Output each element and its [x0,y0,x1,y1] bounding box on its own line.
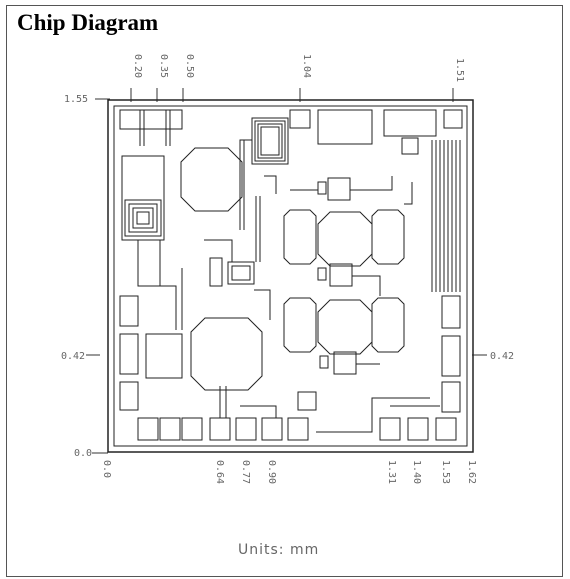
top-pad-block [317,109,373,145]
chip-outline [107,99,474,453]
octagon-capacitor [371,297,405,353]
trace [137,240,177,330]
top-pad-label: 0.35 [158,54,169,78]
bottom-pad-label: 0.64 [214,460,225,484]
inductor-spiral [257,123,283,159]
bottom-pad-label: 0.90 [266,460,277,484]
top-pad [443,109,463,129]
top-pad [401,137,419,155]
inductor-spiral [132,207,154,229]
units-label: Units: mm [238,542,319,558]
top-pad [289,109,311,129]
trace [404,182,413,205]
inductor-spiral [260,126,280,156]
bottom-pad [435,417,457,441]
inductor-spiral [136,211,150,225]
octagon-capacitor [371,209,405,265]
top-pad-label: 1.04 [301,54,312,78]
side-pad [441,381,461,413]
trace [254,289,271,320]
trace [204,239,233,262]
bottom-pad [297,391,317,411]
bottom-pad-label: 0.77 [240,460,251,484]
trace [316,397,430,433]
trace [350,176,393,191]
bottom-pad-label: 1.40 [411,460,422,484]
transistor-gate [317,267,327,281]
bottom-pad [407,417,429,441]
bottom-pad [159,417,181,441]
bottom-pad [287,417,309,441]
chip-inner-outline [113,105,468,447]
bottom-pad [209,417,231,441]
top-pad-block [119,109,183,130]
side-pad [441,335,461,377]
transistor-gate [317,181,327,195]
transistor [209,257,223,287]
bottom-pad [235,417,257,441]
top-pad-block [383,109,437,137]
trace [239,139,252,230]
bottom-pad [137,417,159,441]
trace [264,175,277,194]
side-pad [119,295,139,327]
inductor-spiral [231,265,251,281]
capacitor-block [145,333,183,379]
inductor-spiral [254,120,286,162]
bottom-pad [379,417,401,441]
side-pad [441,295,461,329]
octagon-capacitor [317,211,373,267]
inductor-spiral [227,261,255,285]
inductor-spiral [128,203,158,233]
bottom-pad [181,417,203,441]
octagon-capacitor [317,299,373,355]
top-pad-label: 0.50 [184,54,195,78]
bottom-pad-labels: 0.0 0.64 0.77 0.90 1.31 1.40 1.53 1.62 [101,460,477,484]
octagon-capacitor [190,317,263,391]
top-pad-label: 0.20 [132,54,143,78]
side-pad [119,381,139,411]
chip-body [107,99,474,453]
bottom-pad-label: 1.31 [386,460,397,484]
transistor [333,351,357,375]
transistor [329,263,353,287]
bottom-pad [261,417,283,441]
top-pad-labels: 0.20 0.35 0.50 1.04 1.51 [130,54,465,102]
bottom-pad-label: 1.53 [440,460,451,484]
bottom-pad-label: 0.0 [101,460,112,478]
diagram-title: Chip Diagram [17,10,159,35]
y-label-mid-right: 0.42 [490,351,514,362]
trace [352,275,381,296]
transistor-gate [319,355,329,369]
transistor [327,177,351,201]
bottom-pad-label: 1.62 [466,460,477,484]
side-pad [119,333,139,375]
y-label-top: 1.55 [64,94,88,105]
top-pad-label: 1.51 [454,58,465,82]
y-label-mid-left: 0.42 [61,351,85,362]
inductor-frame [121,155,165,241]
y-label-bottom: 0.0 [74,448,92,459]
trace [240,405,277,418]
octagon-capacitor [283,209,317,265]
inductor-spiral [124,199,162,237]
octagon-capacitor [180,147,243,212]
inductor-spiral [251,117,289,165]
octagon-capacitor [283,297,317,353]
